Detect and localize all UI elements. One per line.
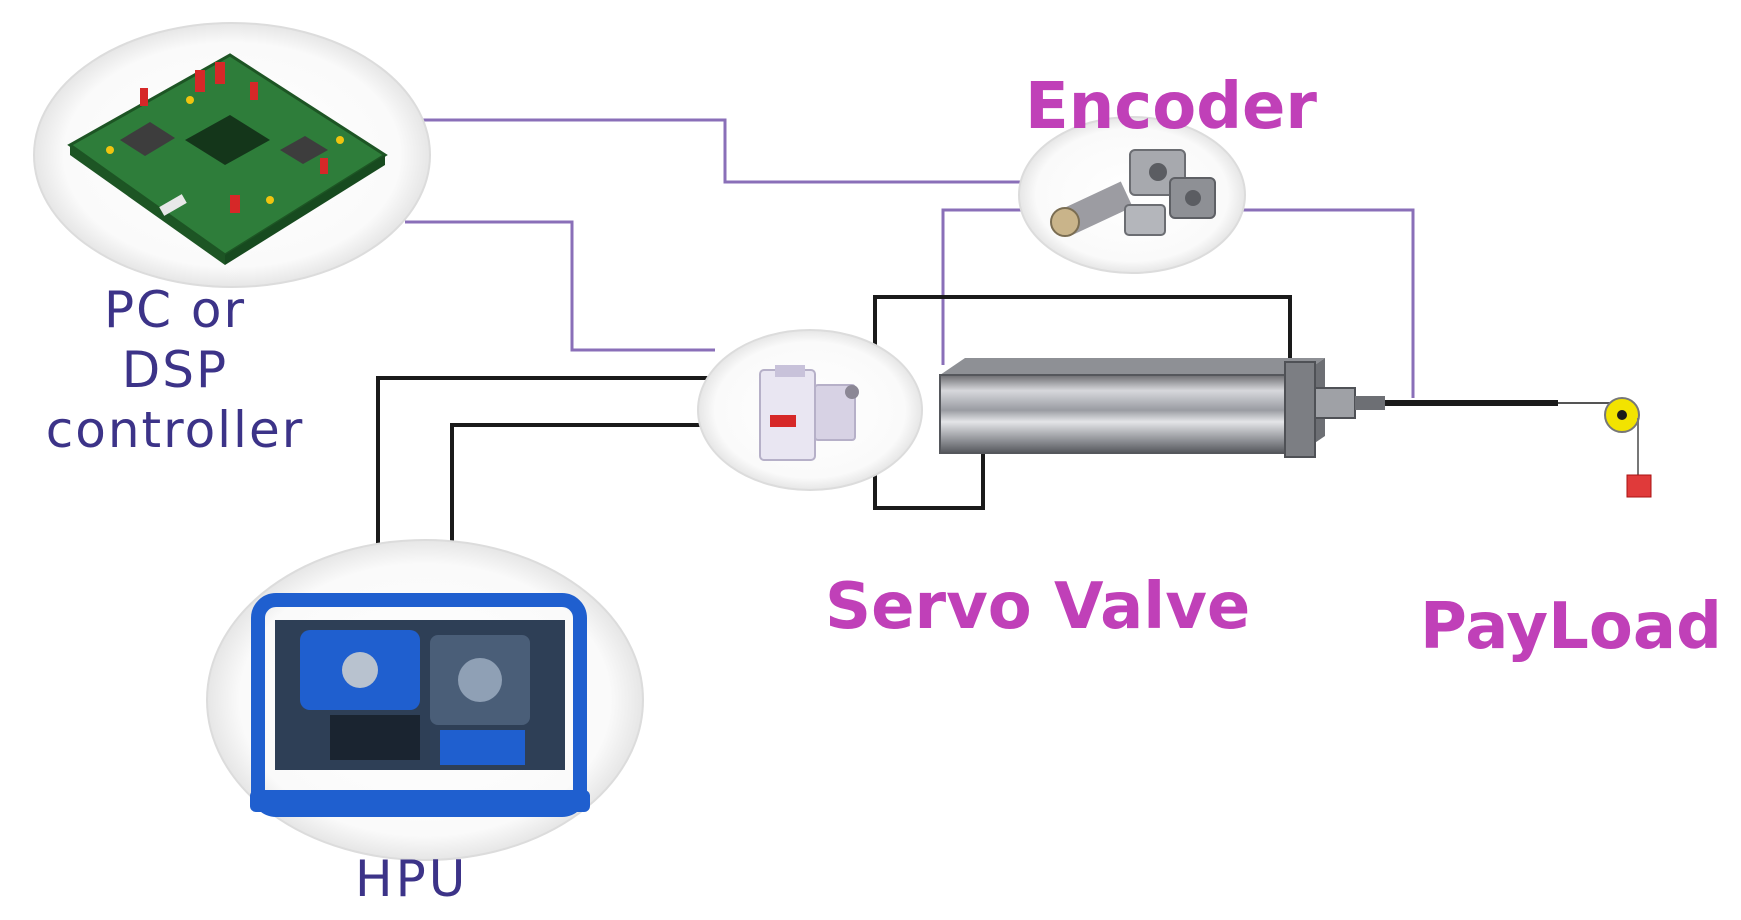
encoder-node bbox=[1018, 116, 1246, 274]
controller-label-line-3: controller bbox=[45, 401, 305, 459]
circuit-board-icon bbox=[67, 53, 388, 265]
hpu-label: HPU bbox=[355, 850, 469, 908]
controller-to-valve-line bbox=[405, 220, 715, 352]
signal-lines bbox=[405, 118, 1415, 398]
payload-weight bbox=[1626, 474, 1652, 498]
payload-label: PayLoad bbox=[1420, 590, 1722, 664]
hpu-node bbox=[206, 539, 644, 861]
encoder-to-cylinder-line bbox=[941, 208, 1025, 365]
encoder-label: Encoder bbox=[1025, 70, 1317, 144]
encoder-to-rod-line bbox=[1240, 208, 1415, 398]
servo-valve-node bbox=[697, 329, 923, 491]
controller-to-encoder-line bbox=[420, 118, 1025, 184]
hydraulic-cylinder-icon bbox=[939, 358, 1558, 458]
controller-label: PC or DSP controller bbox=[10, 280, 340, 460]
payload-pulley-icon bbox=[1558, 397, 1652, 498]
hydraulic-power-unit-icon bbox=[250, 593, 590, 817]
controller-label-line-2: DSP bbox=[121, 341, 229, 399]
hpu-pressure-line bbox=[376, 376, 710, 555]
controller-node bbox=[33, 22, 431, 288]
servo-valve-icon bbox=[759, 365, 859, 461]
servo-valve-label: Servo Valve bbox=[825, 570, 1251, 644]
encoder-icon bbox=[1050, 149, 1216, 237]
hpu-return-line bbox=[450, 423, 710, 555]
controller-label-line-1: PC or bbox=[103, 281, 247, 339]
valve-to-cylinder-top-line bbox=[873, 295, 1292, 370]
